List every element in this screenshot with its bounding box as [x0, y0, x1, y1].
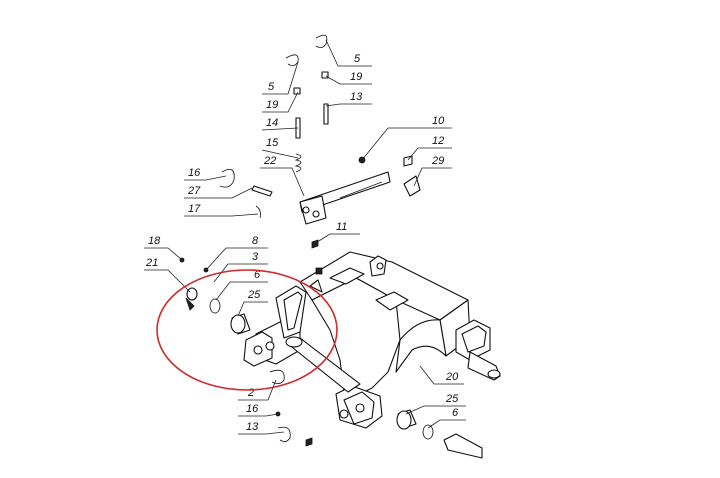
callout-13-top: 13: [350, 91, 363, 103]
callout-12: 12: [432, 135, 444, 147]
left-clevis-block: [243, 285, 307, 367]
cross-shaft: [285, 336, 361, 393]
callout-2: 2: [247, 387, 254, 399]
callout-10: 10: [432, 115, 445, 127]
callout-18: 18: [148, 235, 161, 247]
drawbar-arm: [299, 171, 391, 225]
callout-11: 11: [336, 221, 347, 233]
callout-6-right: 6: [452, 407, 459, 419]
callout-leaders: [144, 39, 466, 435]
callout-5-top-right: 5: [354, 53, 361, 65]
callout-14: 14: [266, 117, 278, 129]
callout-25-left: 25: [247, 289, 261, 301]
callout-25-right: 25: [445, 393, 459, 405]
callout-15: 15: [266, 137, 279, 149]
callout-20: 20: [445, 371, 459, 383]
callout-8: 8: [252, 235, 259, 247]
callout-19-top-right: 19: [350, 71, 362, 83]
bushing-right: [396, 409, 483, 459]
callout-13-lower: 13: [246, 421, 259, 433]
callout-labels: 5 19 13 5 19 14 15 22 10 12 29 16 27 17 …: [145, 53, 459, 433]
callout-29: 29: [431, 155, 444, 167]
highlight-circle: [156, 269, 338, 391]
callout-27: 27: [187, 185, 201, 197]
callout-22: 22: [263, 155, 276, 167]
main-frame: [299, 251, 501, 429]
small-hardware: [179, 34, 421, 447]
callout-21: 21: [145, 257, 158, 269]
callout-3: 3: [252, 251, 259, 263]
callout-16-lower: 16: [246, 403, 259, 415]
callout-16-upper: 16: [188, 167, 201, 179]
callout-17: 17: [188, 203, 201, 215]
callout-5-left: 5: [268, 81, 275, 93]
callout-6-left: 6: [254, 269, 261, 281]
callout-19-left: 19: [266, 99, 278, 111]
